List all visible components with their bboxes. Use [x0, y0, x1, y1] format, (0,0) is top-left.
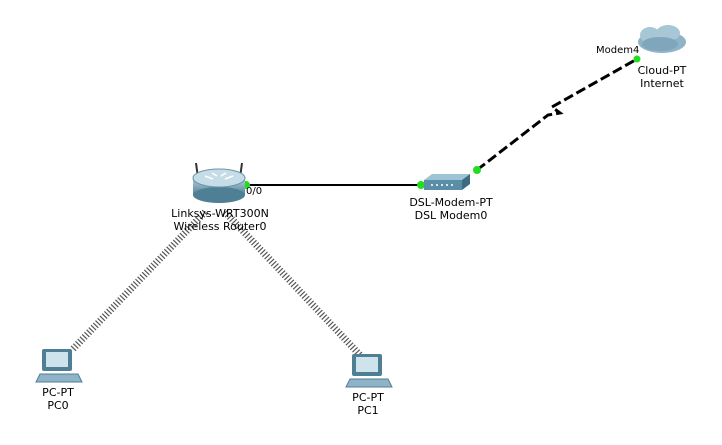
pc1-name: PC1: [357, 404, 379, 417]
pc0-icon[interactable]: [35, 349, 83, 383]
link-light-modem-dsl: [473, 166, 481, 174]
router-icon[interactable]: [192, 162, 246, 203]
pc0-label[interactable]: PC-PT PC0: [42, 386, 74, 412]
pc1-icon[interactable]: [345, 354, 393, 388]
cloud-name: Internet: [640, 77, 684, 90]
pc0-name: PC0: [47, 399, 69, 412]
cloud-label[interactable]: Cloud-PT Internet: [638, 64, 687, 90]
modem-label[interactable]: DSL-Modem-PT DSL Modem0: [409, 196, 492, 222]
pc0-model: PC-PT: [42, 386, 74, 399]
pc1-label[interactable]: PC-PT PC1: [352, 391, 384, 417]
dsl-modem-icon[interactable]: [424, 174, 470, 190]
modem-model: DSL-Modem-PT: [409, 196, 493, 209]
cable-modem-cloud[interactable]: [476, 57, 638, 172]
router-name: Wireless Router0: [173, 220, 267, 233]
link-light-cloud: [633, 55, 641, 63]
pc1-model: PC-PT: [352, 391, 384, 404]
link-light-modem-eth: [417, 181, 425, 189]
router-model: Linksys-WRT300N: [171, 207, 269, 220]
router-label[interactable]: Linksys-WRT300N Wireless Router0: [171, 207, 269, 233]
cloud-model: Cloud-PT: [637, 64, 687, 77]
cloud-icon[interactable]: [638, 25, 686, 53]
router-port-label: 0/0: [246, 186, 263, 197]
wireless-link-pc1[interactable]: [222, 209, 363, 358]
cloud-port-label: Modem4: [596, 45, 640, 56]
modem-name: DSL Modem0: [414, 209, 488, 222]
